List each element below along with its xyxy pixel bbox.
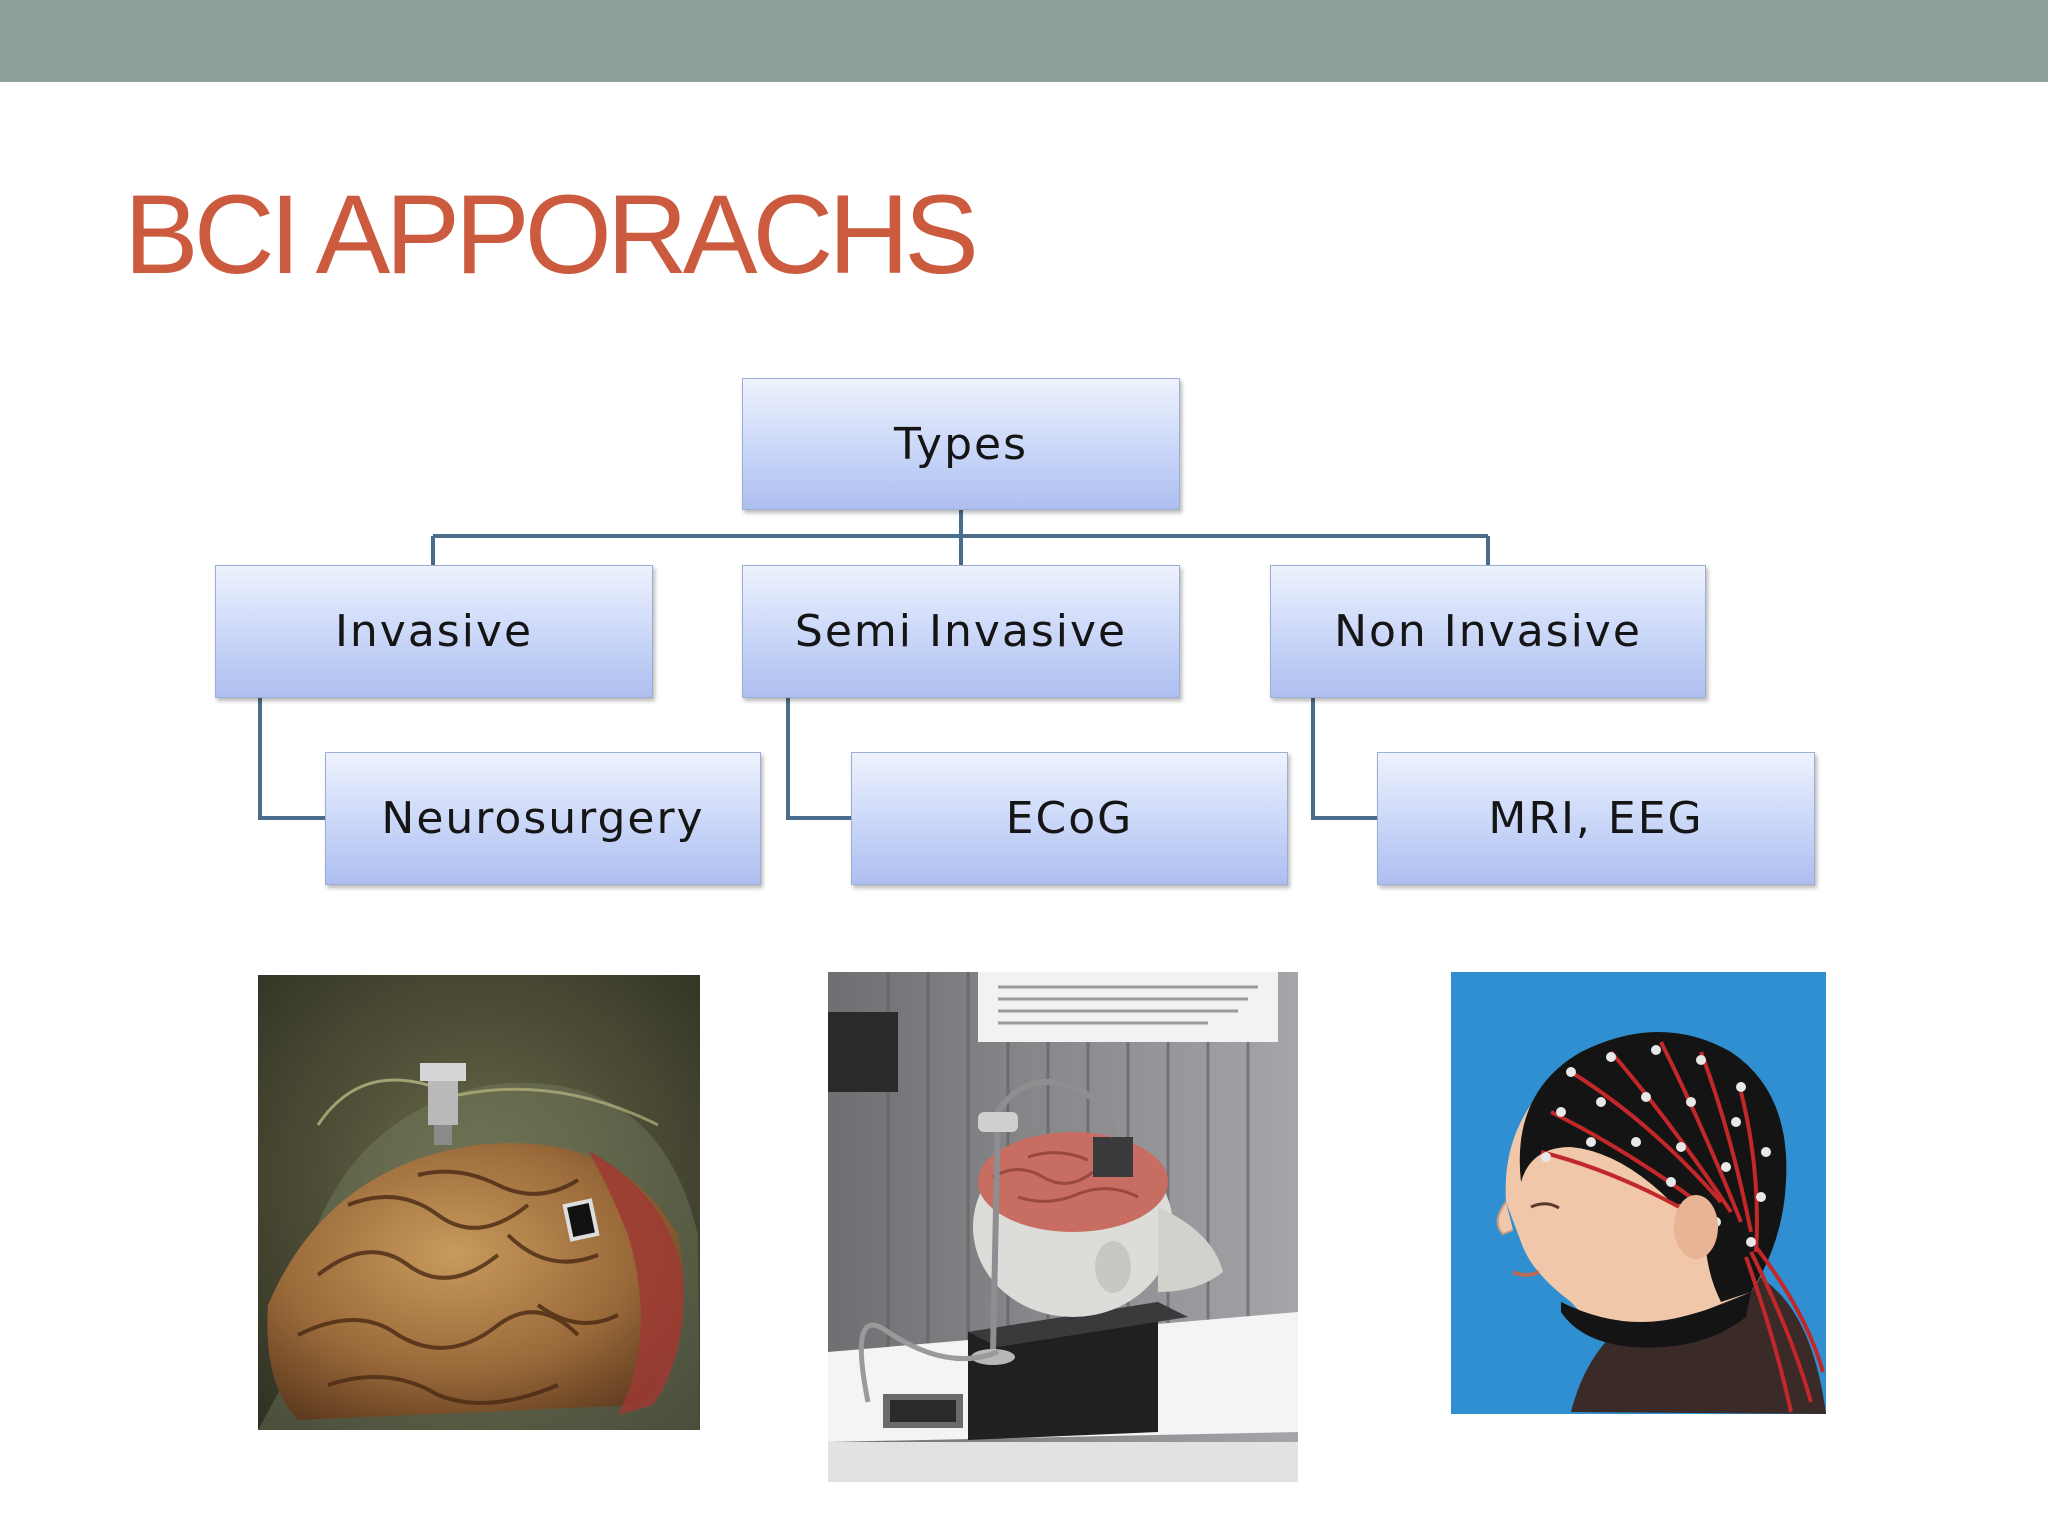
diagram-node-non-invasive: Non Invasive bbox=[1270, 565, 1706, 698]
node-label: Invasive bbox=[334, 606, 534, 657]
diagram-root-types: Types bbox=[742, 378, 1180, 510]
connector-non-invasive-child bbox=[1311, 698, 1378, 820]
photo-invasive-brain-implant bbox=[258, 975, 700, 1430]
diagram-node-semi-invasive: Semi Invasive bbox=[742, 565, 1180, 698]
connector-semi-invasive-child bbox=[786, 698, 852, 820]
node-label: Semi Invasive bbox=[794, 606, 1128, 657]
diagram-node-neurosurgery: Neurosurgery bbox=[325, 752, 761, 885]
node-label: Non Invasive bbox=[1334, 606, 1642, 657]
diagram-node-invasive: Invasive bbox=[215, 565, 653, 698]
node-label: Types bbox=[894, 418, 1028, 470]
node-label: Neurosurgery bbox=[381, 793, 705, 844]
node-label: MRI, EEG bbox=[1488, 793, 1704, 844]
slide-title: BCI APPORACHS bbox=[124, 172, 979, 297]
node-label: ECoG bbox=[1005, 793, 1134, 844]
diagram-node-mri-eeg: MRI, EEG bbox=[1377, 752, 1815, 885]
diagram-node-ecog: ECoG bbox=[851, 752, 1288, 885]
photo-ecog-brain-model bbox=[828, 972, 1298, 1482]
photo-eeg-cap bbox=[1451, 972, 1826, 1414]
top-accent-bar bbox=[0, 0, 2048, 82]
connector-invasive-child bbox=[258, 698, 326, 820]
